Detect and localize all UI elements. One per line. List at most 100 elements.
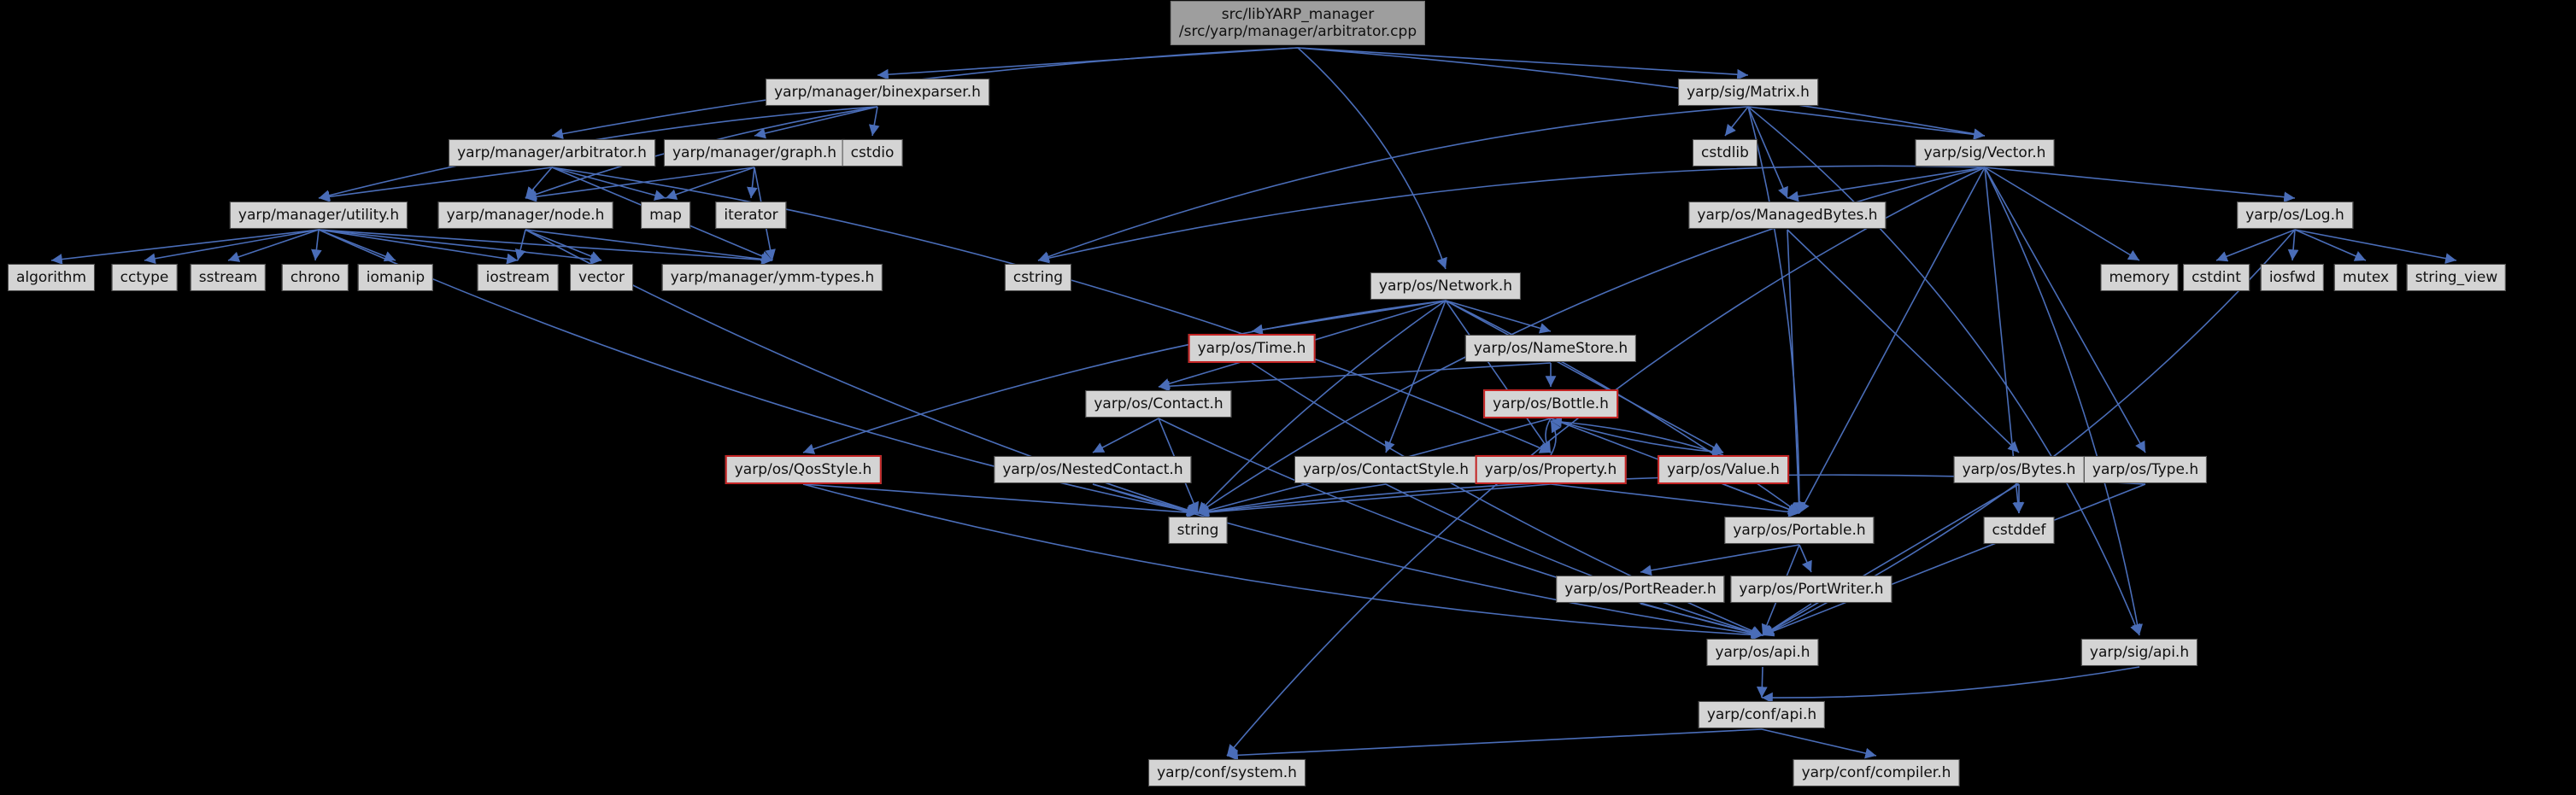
include-edge-namestore-to-contact (1158, 362, 1552, 392)
include-edge-portwriter-to-os_api (1762, 603, 1812, 636)
include-edge-matrix-to-vector_h (1747, 106, 1986, 140)
graph-node-portable[interactable]: yarp/os/Portable.h (1724, 516, 1875, 545)
graph-node-nestedcontact[interactable]: yarp/os/NestedContact.h (994, 455, 1192, 484)
include-edge-bottle-to-property (1540, 418, 1552, 453)
graph-node-matrix[interactable]: yarp/sig/Matrix.h (1678, 78, 1818, 107)
graph-node-cstring[interactable]: cstring (1004, 263, 1072, 292)
include-edge-arbitrator_h-to-utility_h (318, 167, 553, 202)
graph-node-vector_h[interactable]: yarp/sig/Vector.h (1915, 138, 2055, 167)
include-edge-os_api-to-conf_api (1756, 666, 1768, 699)
graph-node-cstddef[interactable]: cstddef (1983, 516, 2055, 545)
graph-node-iostream[interactable]: iostream (477, 263, 559, 292)
graph-node-ymm[interactable]: yarp/manager/ymm-types.h (661, 263, 883, 292)
include-edge-log_h-to-iosfwd (2287, 229, 2299, 261)
graph-node-algorithm[interactable]: algorithm (7, 263, 96, 292)
include-edge-log_h-to-string_view (2294, 229, 2457, 264)
include-edge-node_h-to-vector (525, 229, 602, 262)
graph-node-memory[interactable]: memory (2100, 263, 2179, 292)
graph-node-sstream[interactable]: sstream (190, 263, 267, 292)
include-edge-portable-to-portreader (1640, 544, 1800, 576)
graph-node-type_h[interactable]: yarp/os/Type.h (2083, 455, 2208, 484)
graph-node-chrono[interactable]: chrono (281, 263, 349, 292)
graph-node-contactstyle[interactable]: yarp/os/ContactStyle.h (1294, 455, 1477, 484)
graph-node-cstdlib[interactable]: cstdlib (1693, 138, 1757, 167)
include-edge-contactstyle-to-string (1197, 483, 1387, 517)
graph-node-cstdint[interactable]: cstdint (2183, 263, 2250, 292)
graph-node-conf_system[interactable]: yarp/conf/system.h (1148, 758, 1306, 787)
include-edge-utility_h-to-sstream (227, 229, 320, 262)
include-edge-binexparser-to-graph_h (754, 106, 878, 139)
include-edge-root-to-vector_h (1297, 47, 1986, 140)
include-edge-utility_h-to-string (318, 229, 1199, 517)
include-edge-property-to-portable (1550, 483, 1800, 517)
include-edge-vector_h-to-string (1197, 167, 1986, 514)
graph-node-portwriter[interactable]: yarp/os/PortWriter.h (1730, 575, 1892, 604)
graph-node-iterator[interactable]: iterator (715, 201, 787, 230)
graph-node-managedbytes[interactable]: yarp/os/ManagedBytes.h (1688, 201, 1887, 230)
include-edge-utility_h-to-ymm (318, 229, 773, 266)
graph-node-bottle[interactable]: yarp/os/Bottle.h (1483, 389, 1618, 419)
graph-node-conf_api[interactable]: yarp/conf/api.h (1698, 700, 1826, 729)
graph-node-cctype[interactable]: cctype (111, 263, 178, 292)
include-edge-network-to-qosstyle (802, 300, 1446, 454)
graph-node-value[interactable]: yarp/os/Value.h (1658, 454, 1789, 485)
include-edge-root-to-matrix (1297, 47, 1749, 80)
graph-node-log_h[interactable]: yarp/os/Log.h (2237, 201, 2353, 230)
include-edge-vector_h-to-sig_api (1984, 167, 2143, 636)
include-edge-arbitrator_h-to-node_h (525, 167, 553, 199)
graph-node-root[interactable]: src/libYARP_manager /src/yarp/manager/ar… (1170, 0, 1426, 46)
graph-node-time_h[interactable]: yarp/os/Time.h (1188, 333, 1316, 364)
graph-node-utility_h[interactable]: yarp/manager/utility.h (229, 201, 408, 230)
graph-node-map[interactable]: map (641, 201, 690, 230)
graph-node-node_h[interactable]: yarp/manager/node.h (437, 201, 613, 230)
graph-node-string_view[interactable]: string_view (2406, 263, 2507, 292)
include-edge-binexparser-to-cstdio (868, 106, 880, 137)
include-edge-arbitrator_h-to-map (551, 167, 666, 201)
graph-node-contact[interactable]: yarp/os/Contact.h (1085, 389, 1232, 418)
include-edge-log_h-to-mutex (2294, 229, 2367, 261)
include-edge-matrix-to-sig_api (1747, 106, 2141, 636)
include-edge-arbitrator_h-to-property (551, 167, 1552, 453)
graph-node-iosfwd[interactable]: iosfwd (2260, 263, 2325, 292)
include-edge-network-to-property (1445, 300, 1552, 453)
graph-node-portreader[interactable]: yarp/os/PortReader.h (1556, 575, 1725, 604)
include-edge-node_h-to-ymm (525, 229, 773, 265)
include-edge-bottle-to-value (1550, 418, 1724, 458)
include-edge-utility_h-to-vector (318, 229, 602, 265)
graph-node-iomanip[interactable]: iomanip (357, 263, 434, 292)
include-edge-vector_h-to-memory (1984, 167, 2140, 261)
graph-node-mutex[interactable]: mutex (2333, 263, 2398, 292)
include-edge-matrix-to-managedbytes (1747, 106, 1788, 199)
include-edge-contactstyle-to-os_api (1385, 483, 1763, 638)
include-edge-managedbytes-to-portable (1787, 229, 1804, 514)
include-edge-root-to-network (1297, 47, 1447, 270)
include-edge-node_h-to-iostream (514, 229, 526, 261)
graph-node-os_api[interactable]: yarp/os/api.h (1706, 638, 1819, 667)
graph-node-string[interactable]: string (1168, 516, 1228, 545)
include-edge-utility_h-to-cctype (144, 229, 320, 265)
graph-node-binexparser[interactable]: yarp/manager/binexparser.h (766, 78, 989, 107)
include-edge-conf_api-to-conf_compiler (1761, 728, 1877, 759)
include-edge-utility_h-to-algorithm (50, 229, 320, 265)
graph-node-property[interactable]: yarp/os/Property.h (1475, 454, 1627, 485)
graph-node-bytes[interactable]: yarp/os/Bytes.h (1953, 455, 2085, 484)
include-edge-portreader-to-os_api (1640, 603, 1763, 638)
include-edge-property-to-string (1197, 483, 1552, 518)
graph-node-qosstyle[interactable]: yarp/os/QosStyle.h (725, 454, 882, 485)
include-edge-vector_h-to-conf_system (1226, 167, 1986, 757)
graph-node-arbitrator_h[interactable]: yarp/manager/arbitrator.h (449, 138, 655, 167)
include-edge-property-to-bottle (1550, 420, 1562, 456)
graph-node-vector[interactable]: vector (570, 263, 633, 292)
include-edge-matrix-to-portable (1747, 106, 1805, 514)
graph-node-network[interactable]: yarp/os/Network.h (1370, 272, 1522, 301)
include-edge-bytes-to-os_api (1762, 483, 2020, 636)
graph-node-conf_compiler[interactable]: yarp/conf/compiler.h (1793, 758, 1960, 787)
graph-node-namestore[interactable]: yarp/os/NameStore.h (1464, 334, 1637, 363)
graph-node-graph_h[interactable]: yarp/manager/graph.h (663, 138, 846, 167)
include-edge-vector_h-to-log_h (1984, 167, 2296, 203)
graph-node-sig_api[interactable]: yarp/sig/api.h (2080, 638, 2198, 667)
include-edge-vector_h-to-managedbytes (1787, 167, 1986, 202)
graph-node-cstdio[interactable]: cstdio (842, 138, 903, 167)
include-edge-network-to-value (1445, 300, 1724, 453)
